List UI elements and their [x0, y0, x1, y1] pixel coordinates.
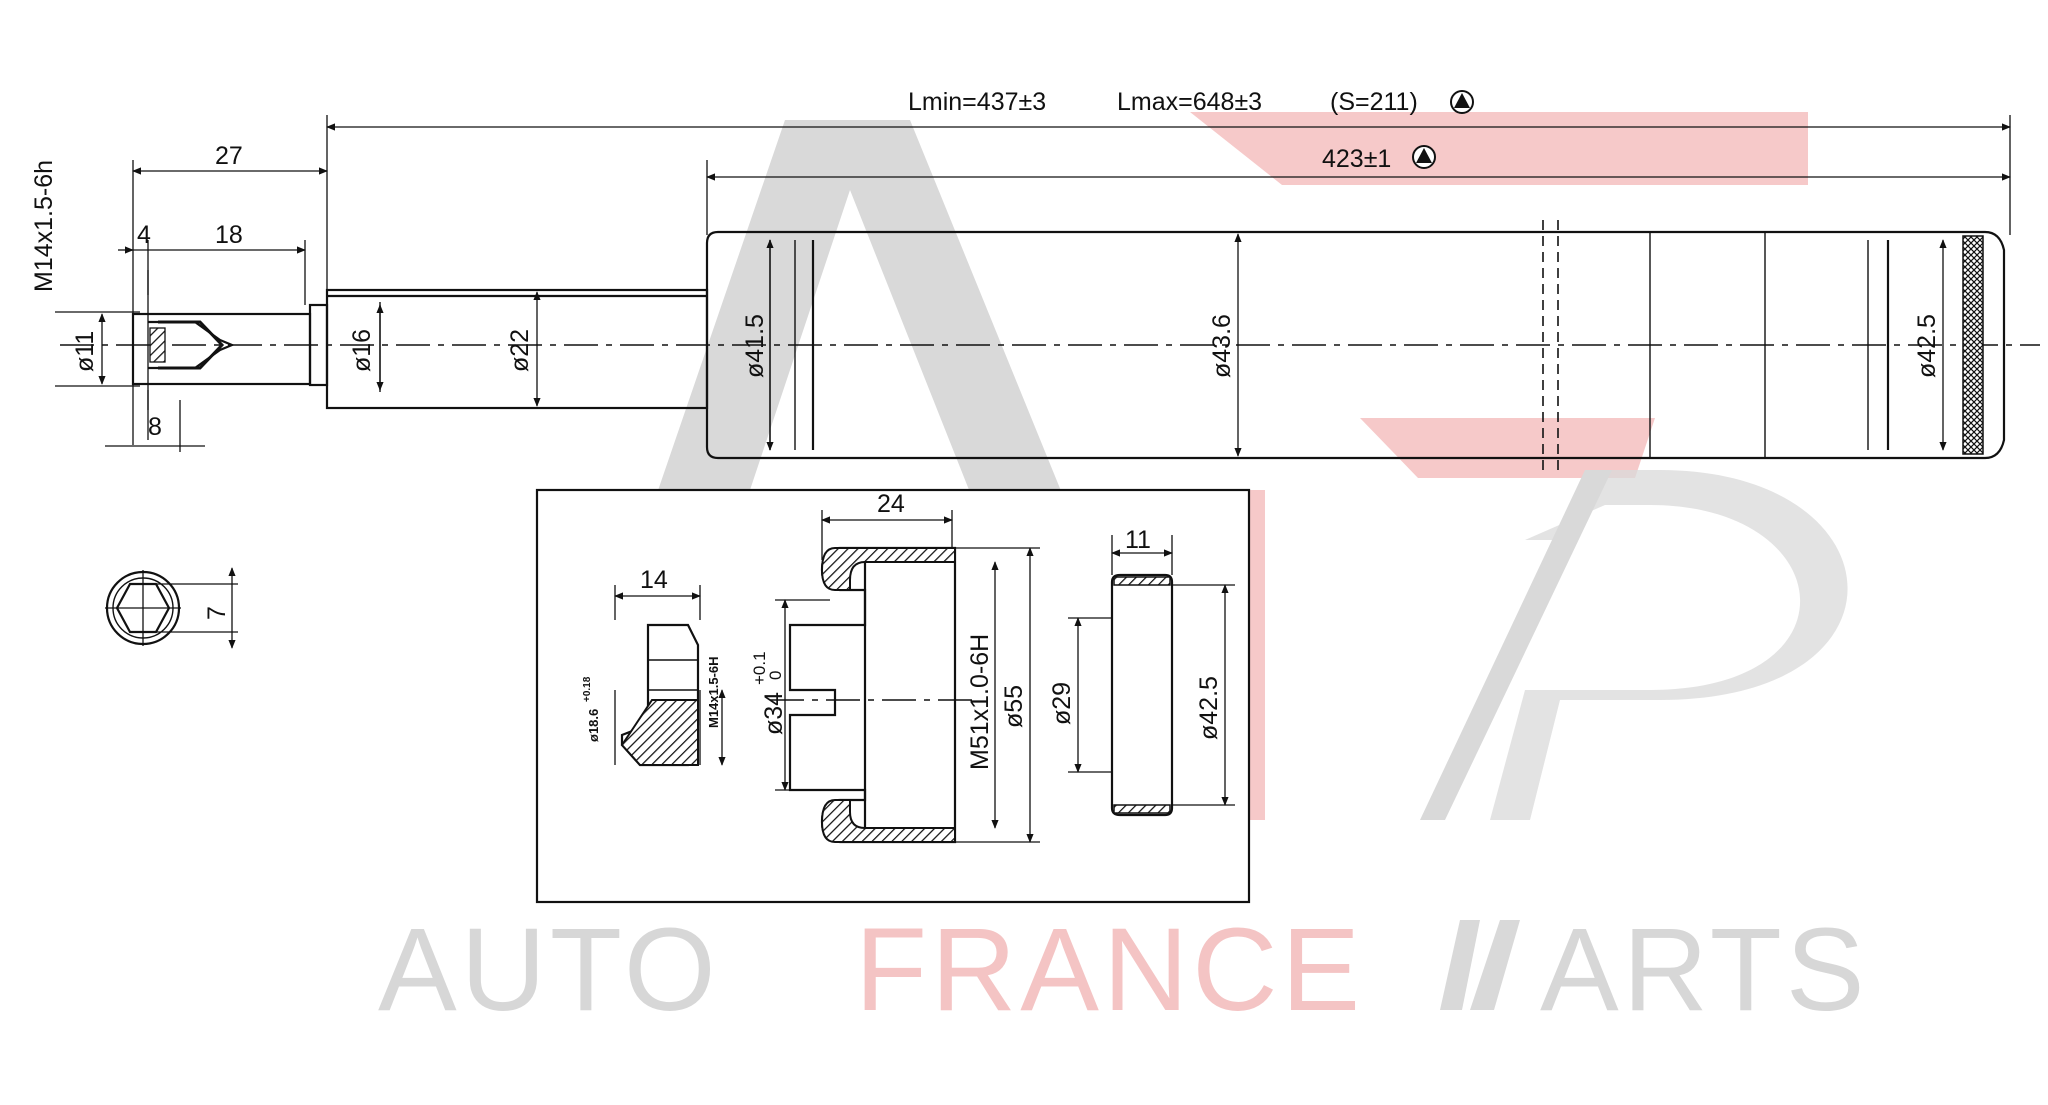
dia-43-6-label: ø43.6 [1208, 314, 1236, 378]
lmin-label: Lmin=437±3 [908, 88, 1046, 116]
watermark-word-arts: ARTS [1540, 904, 1869, 1036]
nut-width-label: 14 [640, 566, 668, 594]
dia-16-label: ø16 [348, 329, 376, 372]
nut-thread-label: M14x1.5-6H [706, 656, 721, 728]
dia-41-5-label: ø41.5 [741, 314, 769, 378]
watermark-word-france: FRANCE [855, 904, 1364, 1036]
dia-11-label: ø11 [71, 331, 99, 372]
dim-18: 18 [215, 221, 243, 249]
hex-end-view: 7 [105, 567, 238, 649]
ring-detail: 11 ø29 ø42.5 [1048, 526, 1235, 817]
detail-box: 14 ø18.6 +0.18 M14x1.5-6H 24 [535, 488, 1251, 904]
inspection-triangle-icon [1450, 90, 1474, 114]
ring-outer-dia-label: ø42.5 [1195, 676, 1223, 740]
overall-dimensions: Lmin=437±3 Lmax=648±3 (S=211) 423±1 27 M… [30, 88, 2011, 452]
dim-8: 8 [148, 413, 162, 441]
dim-27: 27 [215, 142, 243, 170]
cap-detail: 24 ø34 +0.1 0 M51x1.0-6H ø55 [750, 490, 1040, 844]
dim-4: 4 [137, 221, 151, 249]
dia-42-5-body-label: ø42.5 [1913, 314, 1941, 378]
cap-thread-label: M51x1.0-6H [966, 634, 994, 770]
nut-detail: 14 ø18.6 +0.18 M14x1.5-6H [582, 566, 726, 767]
stroke-label: (S=211) [1330, 88, 1418, 116]
nut-dia-tolerance: +0.18 [582, 676, 593, 702]
dia-22-label: ø22 [506, 329, 534, 372]
cap-inner-dia-label: ø34 [760, 692, 788, 735]
ring-width-label: 11 [1125, 526, 1151, 554]
inspection-triangle-icon [1412, 145, 1436, 169]
thread-spec-label: M14x1.5-6h [30, 160, 58, 292]
cap-inner-tol-zero: 0 [766, 671, 785, 680]
shock-absorber-body: ø11 ø16 ø22 ø41.5 ø43.6 ø42.5 [60, 220, 2040, 470]
nut-dia-label: ø18.6 [586, 709, 601, 742]
watermark-word-auto: AUTO [378, 904, 720, 1036]
cap-width-label: 24 [877, 490, 905, 518]
cap-inner-tol-plus: +0.1 [750, 651, 769, 685]
ring-inner-dia-label: ø29 [1048, 682, 1076, 725]
hex-7-label: 7 [203, 606, 231, 620]
cap-outer-dia-label: ø55 [1000, 685, 1028, 728]
lmax-label: Lmax=648±3 [1117, 88, 1262, 116]
body-length-label: 423±1 [1322, 145, 1391, 173]
